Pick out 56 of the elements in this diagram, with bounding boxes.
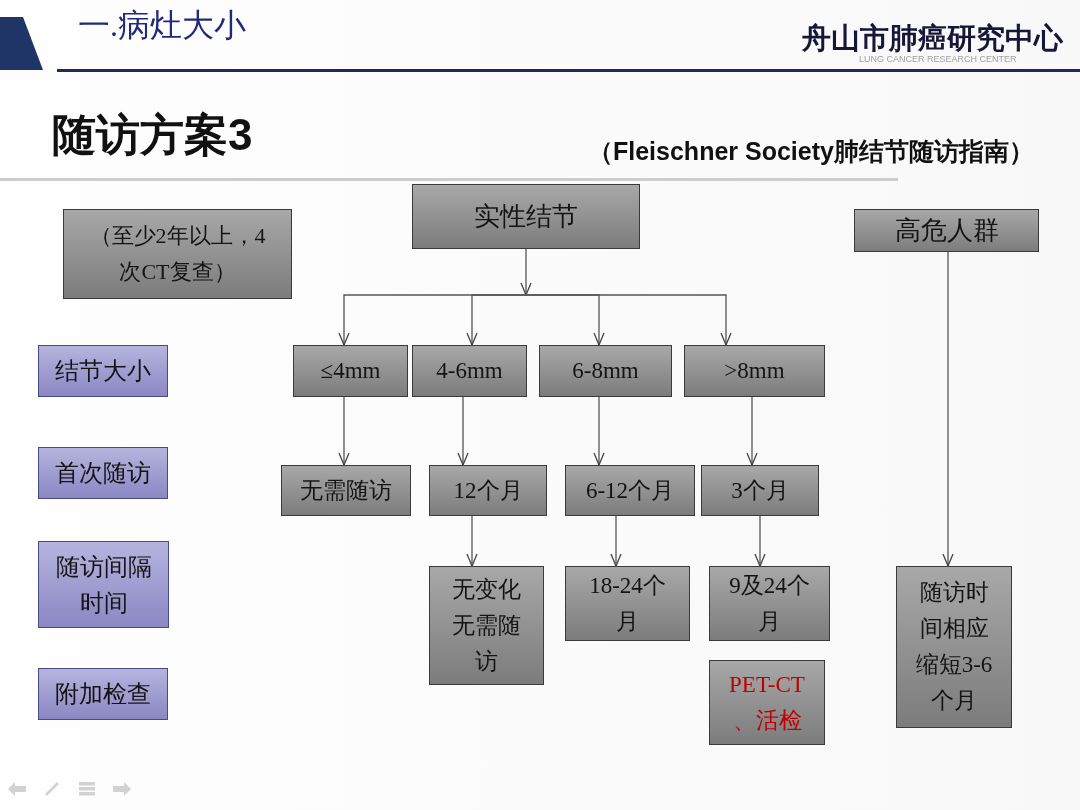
process-box: [565, 566, 690, 641]
arrow: [520, 248, 532, 296]
process-box: [293, 345, 408, 397]
process-box: [539, 345, 672, 397]
process-box: [854, 209, 1039, 252]
process-box: [412, 184, 640, 249]
box-text: 随访间隔时间: [54, 552, 153, 618]
process-box: [684, 345, 825, 397]
process-box: [565, 465, 695, 516]
organization-name: 舟山市肺癌研究中心: [802, 22, 1063, 56]
box-text: 无需随访: [300, 476, 392, 505]
box-text: 4-6mm: [436, 357, 503, 385]
box-text: 3个月: [731, 476, 789, 505]
box-text: 附加检查: [55, 680, 151, 709]
box-text: ≤4mm: [320, 357, 381, 385]
arrow: [466, 515, 478, 567]
process-box: [709, 660, 825, 745]
process-box: [412, 345, 527, 397]
arrow: [610, 515, 622, 567]
box-text: >8mm: [724, 357, 785, 385]
category-box: [38, 345, 168, 397]
process-box: [896, 566, 1012, 728]
box-text: 9及24个月: [728, 571, 811, 636]
process-box: [63, 209, 292, 299]
arrow: [457, 396, 469, 466]
box-text: PET-CT、活检: [728, 670, 806, 735]
box-text: 结节大小: [55, 357, 151, 386]
arrow: [754, 515, 766, 567]
arrow: [942, 251, 954, 567]
process-box: [429, 566, 544, 685]
process-box: [709, 566, 830, 641]
box-text: 高危人群: [894, 214, 999, 247]
slide-title: 随访方案3: [52, 109, 253, 161]
arrow: [593, 396, 605, 466]
box-text: 12个月: [453, 476, 523, 505]
process-box: [429, 465, 547, 516]
box-text: （至少2年以上，4次CT复查）: [88, 222, 267, 286]
category-box: [38, 668, 168, 720]
section-heading: 一.病灶大小: [78, 7, 246, 44]
box-text: 无变化无需随访: [451, 575, 522, 676]
box-text: 6-8mm: [572, 357, 639, 385]
guideline-subtitle: （Fleischner Society肺结节随访指南）: [588, 137, 1034, 166]
organization-subtitle: LUNG CANCER RESEARCH CENTER: [859, 54, 1017, 65]
category-box: [38, 447, 168, 499]
process-box: [281, 465, 411, 516]
arrow: [525, 294, 732, 346]
box-text: 随访时间相应缩短3-6个月: [914, 579, 994, 715]
arrow: [746, 396, 758, 466]
process-box: [701, 465, 819, 516]
arrow: [466, 294, 527, 346]
box-text: 18-24个月: [588, 571, 667, 636]
box-text: 6-12个月: [585, 476, 675, 505]
box-text: 首次随访: [55, 459, 151, 488]
box-text: 实性结节: [474, 200, 578, 233]
category-box: [38, 541, 169, 628]
arrow: [338, 396, 350, 466]
